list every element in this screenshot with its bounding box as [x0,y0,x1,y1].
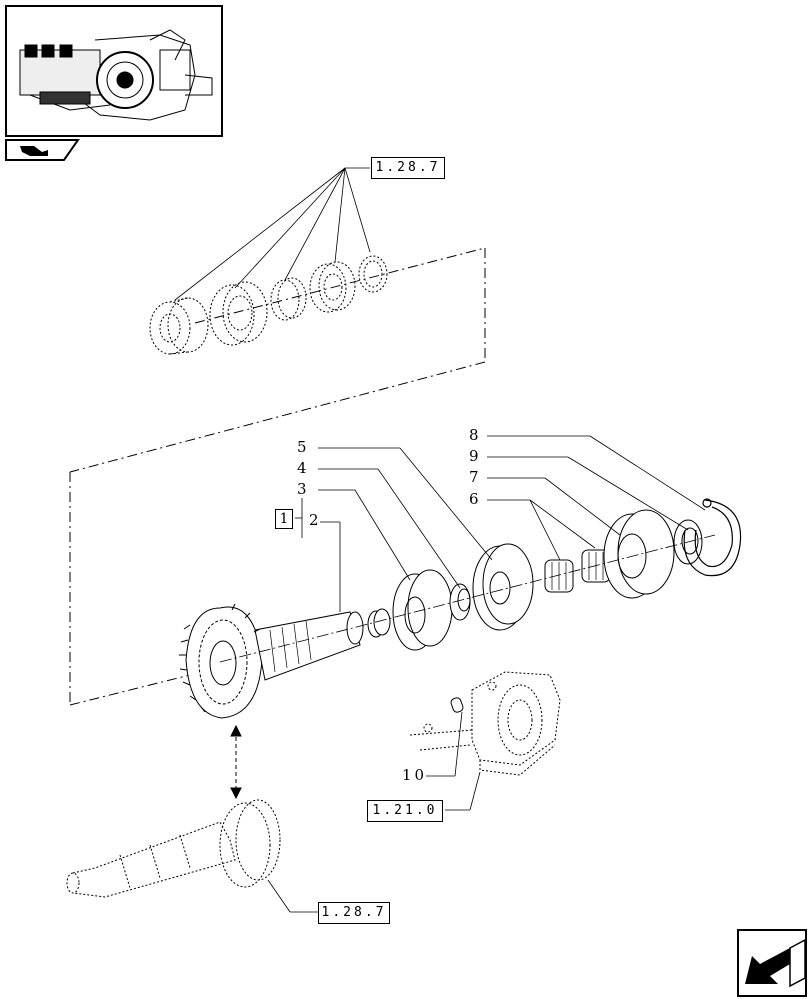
item-3-bushing [367,608,391,638]
item-6-needle-bearings [544,549,611,593]
top-leaders [174,167,371,301]
item-7-roller-bearing [603,509,675,599]
callout-2: 2 [309,511,319,529]
item-5-thrust-washer [449,583,471,621]
main-gear-shaft [179,603,364,719]
callout-leaders [295,435,706,612]
item-5-gear [472,543,534,631]
lower-input-shaft [66,799,281,898]
callout-9: 9 [469,447,479,465]
center-axis [219,534,716,663]
hub-housing [409,671,561,776]
callout-3: 3 [297,480,307,498]
thumbnail-frame[interactable] [5,5,223,137]
previous-page-icon[interactable] [737,929,807,997]
mesh-arrow [230,724,242,800]
item-8-circlip [683,498,742,577]
callout-10: 10 [402,766,428,784]
item-10-pin [450,697,464,713]
callout-1: 1 [275,509,293,529]
callout-5: 5 [297,438,307,456]
upper-subassembly [149,255,388,355]
category-tab[interactable] [5,139,80,161]
callout-6: 6 [469,490,479,508]
callout-7: 7 [469,468,479,486]
hub-reference-label[interactable]: 1.21.0 [367,800,443,822]
assembly-link-outline [69,247,486,706]
lower-ref-leader [267,879,318,913]
callout-8: 8 [469,426,479,444]
top-reference-label[interactable]: 1.28.7 [371,157,445,179]
hub-leaders [426,711,481,811]
shaft-reference-label[interactable]: 1.28.7 [318,902,390,924]
callout-4: 4 [297,459,307,477]
